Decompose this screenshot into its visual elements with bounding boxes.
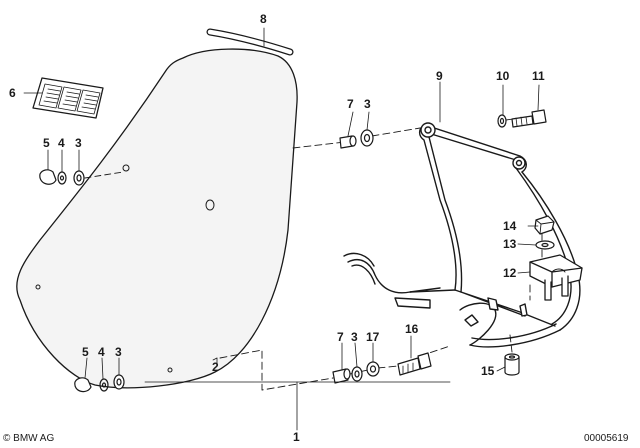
callout-3-number: 3: [115, 345, 122, 359]
callout-9-number: 9: [436, 69, 443, 83]
frame-bracket: [343, 122, 581, 348]
callout-7-number: 7: [347, 97, 354, 111]
callout-5-number: 5: [82, 345, 89, 359]
frame-top-fasteners: [339, 129, 374, 149]
callout-13-number: 13: [503, 237, 517, 251]
callout-15-number: 15: [481, 364, 495, 378]
nut-and-washer: [534, 215, 555, 250]
callout-12-number: 12: [503, 266, 517, 280]
lower-fastener-set: [74, 374, 125, 393]
callout-14-number: 14: [503, 219, 517, 233]
callout-1-number: 1: [293, 430, 300, 444]
copyright-text: © BMW AG: [3, 433, 55, 444]
windshield: [16, 48, 298, 389]
callout-3-number: 3: [351, 330, 358, 344]
callout-5-number: 5: [43, 136, 50, 150]
top-right-bolt: [497, 109, 547, 128]
callout-4-number: 4: [58, 136, 65, 150]
callout-7-number: 7: [337, 330, 344, 344]
callout-3-number: 3: [75, 136, 82, 150]
diagram-number: 00005619: [584, 433, 629, 444]
edge-strip: [206, 28, 294, 56]
callout-3-number: 3: [364, 97, 371, 111]
callout-6-number: 6: [9, 86, 16, 100]
callout-4-number: 4: [98, 345, 105, 359]
callout-10-number: 10: [496, 69, 510, 83]
spacer-sleeve: [504, 353, 520, 376]
leader-lines: [23, 27, 540, 431]
callout-11-number: 11: [532, 69, 545, 83]
callout-2-number: 2: [212, 360, 219, 374]
callout-8-number: 8: [260, 12, 267, 26]
mounting-block: [529, 254, 583, 301]
callout-17-number: 17: [366, 330, 380, 344]
callout-16-number: 16: [405, 322, 419, 336]
vent-grille: [32, 77, 104, 119]
